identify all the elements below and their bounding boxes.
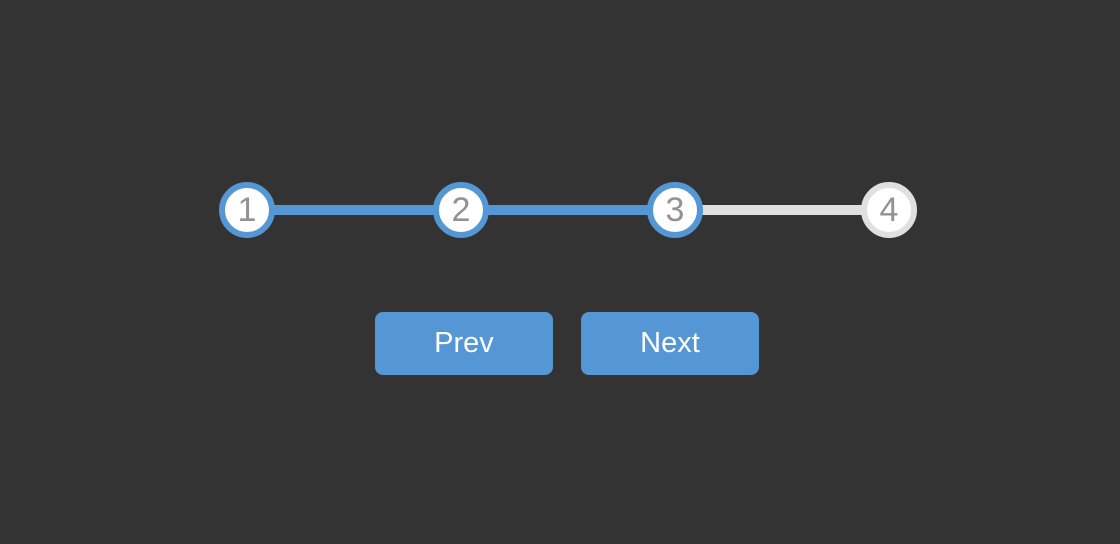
stepper-controls: Prev Next — [375, 312, 759, 375]
step-2-label: 2 — [451, 191, 471, 229]
connector-3-4 — [701, 205, 863, 215]
connector-2-3 — [487, 205, 649, 215]
step-2[interactable]: 2 — [433, 182, 489, 238]
stepper: 1 2 3 4 — [219, 182, 917, 238]
step-3[interactable]: 3 — [647, 182, 703, 238]
step-4[interactable]: 4 — [861, 182, 917, 238]
prev-button[interactable]: Prev — [375, 312, 553, 375]
step-3-label: 3 — [665, 191, 685, 229]
connector-1-2 — [273, 205, 435, 215]
step-4-label: 4 — [879, 191, 899, 229]
step-1-label: 1 — [237, 191, 257, 229]
next-button[interactable]: Next — [581, 312, 759, 375]
step-1[interactable]: 1 — [219, 182, 275, 238]
